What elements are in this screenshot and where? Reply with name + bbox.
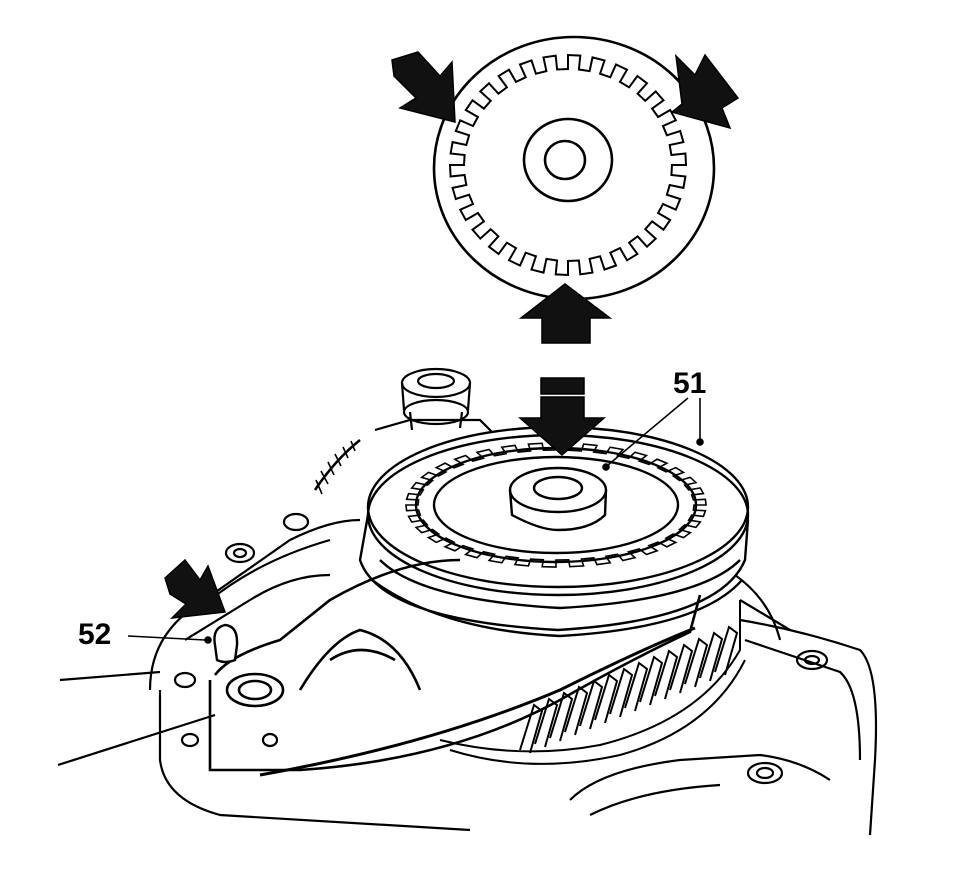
- shaft-fitting: [374, 367, 501, 441]
- up-arrow-icon: [518, 283, 613, 344]
- gear-tooth: [624, 661, 649, 712]
- pointer-arrow-icon: [670, 53, 740, 130]
- gear-tooth: [564, 685, 589, 736]
- gear-tooth: [579, 679, 604, 730]
- gear-tooth: [609, 667, 634, 718]
- gear-sector: [313, 439, 361, 495]
- spline-teeth: [448, 53, 688, 277]
- direction-arrows: [164, 51, 740, 619]
- ring-gear: [439, 600, 746, 765]
- leader-lines: [127, 397, 704, 644]
- gear-tooth: [639, 655, 664, 706]
- callout-label-52: 52: [78, 618, 112, 651]
- installed-disc-splines: [405, 442, 707, 568]
- gear-tooth: [594, 673, 619, 724]
- gear-tooth: [669, 643, 694, 694]
- clutch-pack-51: [358, 425, 750, 638]
- gear-tooth: [654, 649, 679, 700]
- detail-disc-view: [432, 35, 716, 301]
- housing-casing: [57, 512, 878, 836]
- pin-52: [213, 623, 239, 664]
- callout-label-51: 51: [673, 367, 707, 400]
- down-arrow-icon: [518, 377, 606, 456]
- gear-tooth: [699, 631, 724, 682]
- spline-teeth: [405, 442, 707, 568]
- gear-tooth: [519, 703, 544, 754]
- gear-tooth: [714, 625, 739, 676]
- pointer-arrow-icon: [391, 51, 456, 123]
- gear-tooth: [684, 637, 709, 688]
- gear-tooth: [534, 697, 559, 748]
- mounting-bracket: [208, 558, 702, 777]
- pointer-arrow-icon: [164, 558, 227, 619]
